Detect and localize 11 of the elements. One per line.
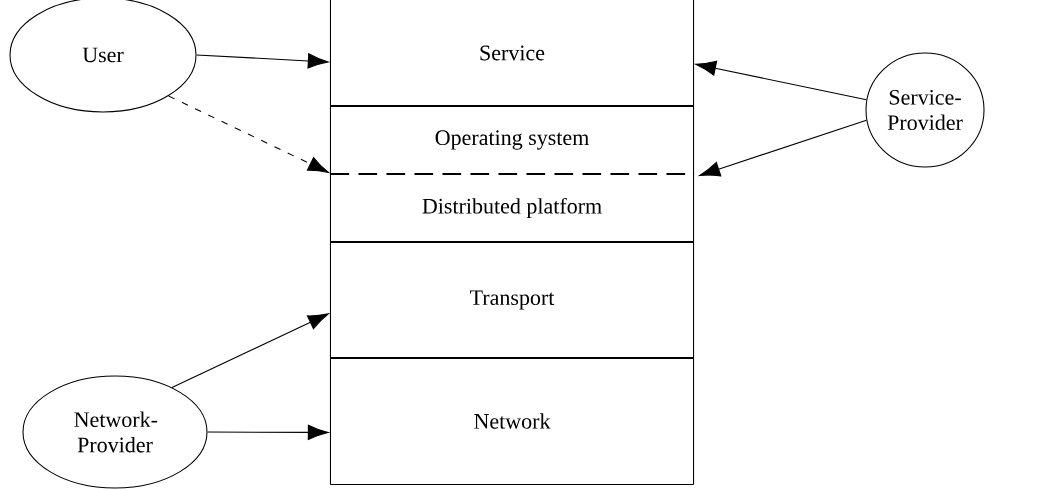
layer-band: Distributed platform (329, 172, 695, 244)
arrow (695, 60, 867, 101)
layer-band: Transport (329, 240, 695, 360)
arrow (168, 95, 329, 173)
layer-band: Network (329, 356, 695, 486)
arrow (207, 424, 329, 440)
arrow (699, 119, 867, 177)
arrow (171, 313, 329, 388)
layer-band: Service (329, 0, 695, 108)
layer-band: Operating system (329, 104, 695, 176)
arrow (196, 53, 329, 69)
